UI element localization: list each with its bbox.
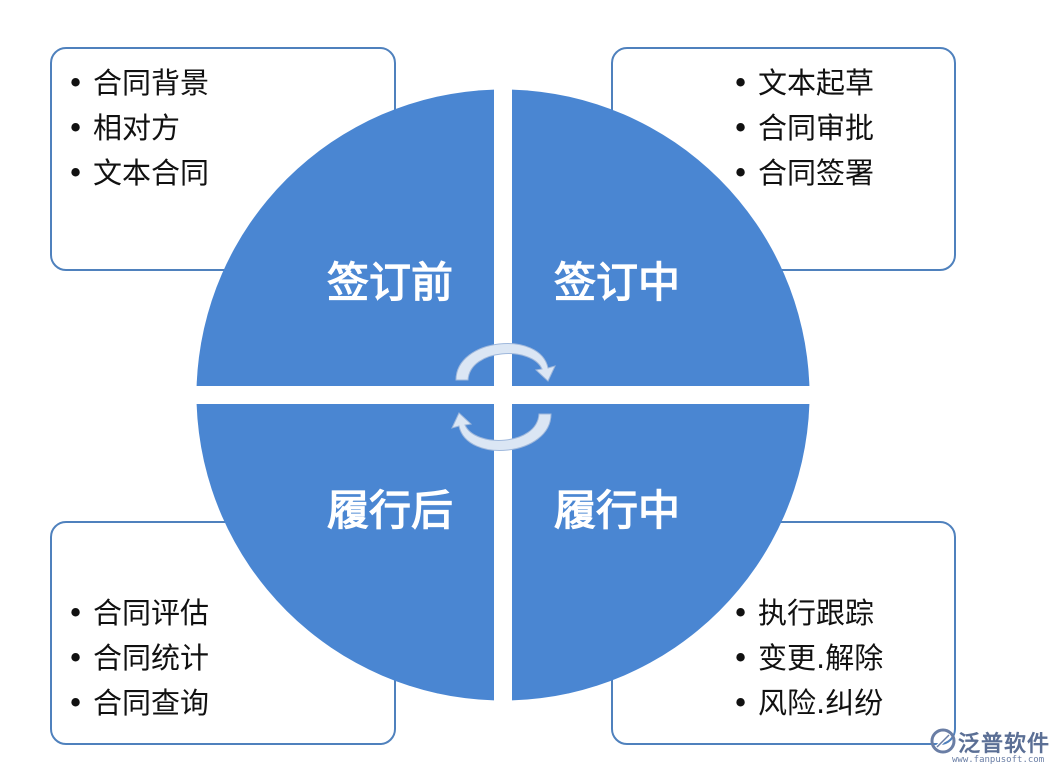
cycle-arrows-icon (451, 343, 556, 451)
list-item: 合同签署 (732, 151, 874, 196)
list-item: 执行跟踪 (732, 591, 883, 636)
list-item: 文本起草 (732, 61, 874, 106)
quadrant-top-right (512, 89, 810, 386)
list-item: 合同评估 (67, 591, 209, 636)
list-item: 文本合同 (67, 151, 209, 196)
quadrant-label-before-signing: 签订前 (327, 258, 453, 307)
list-item: 合同背景 (67, 61, 209, 106)
list-item: 合同审批 (732, 106, 874, 151)
list-item: 风险.纠纷 (732, 681, 883, 726)
logo-name: 泛普软件 (958, 732, 1051, 757)
fanpu-logo-icon (930, 728, 956, 754)
list-item: 合同查询 (67, 681, 209, 726)
bullet-list-after-performance: 合同评估 合同统计 合同查询 (67, 591, 209, 726)
quadrant-top-left (196, 89, 494, 386)
list-item: 相对方 (67, 106, 209, 151)
quadrant-label-during-signing: 签订中 (554, 258, 680, 307)
logo-url: www.fanpusoft.com (952, 755, 1045, 765)
bullet-list-during-signing: 文本起草 合同审批 合同签署 (732, 61, 874, 196)
bullet-list-during-performance: 执行跟踪 变更.解除 风险.纠纷 (732, 591, 883, 726)
quadrant-bottom-right (512, 404, 810, 701)
list-item: 合同统计 (67, 636, 209, 681)
list-item: 变更.解除 (732, 636, 883, 681)
quadrant-label-after-performance: 履行后 (327, 486, 453, 535)
quadrant-label-during-performance: 履行中 (554, 486, 680, 535)
quadrant-bottom-left (196, 404, 494, 701)
bullet-list-before-signing: 合同背景 相对方 文本合同 (67, 61, 209, 196)
